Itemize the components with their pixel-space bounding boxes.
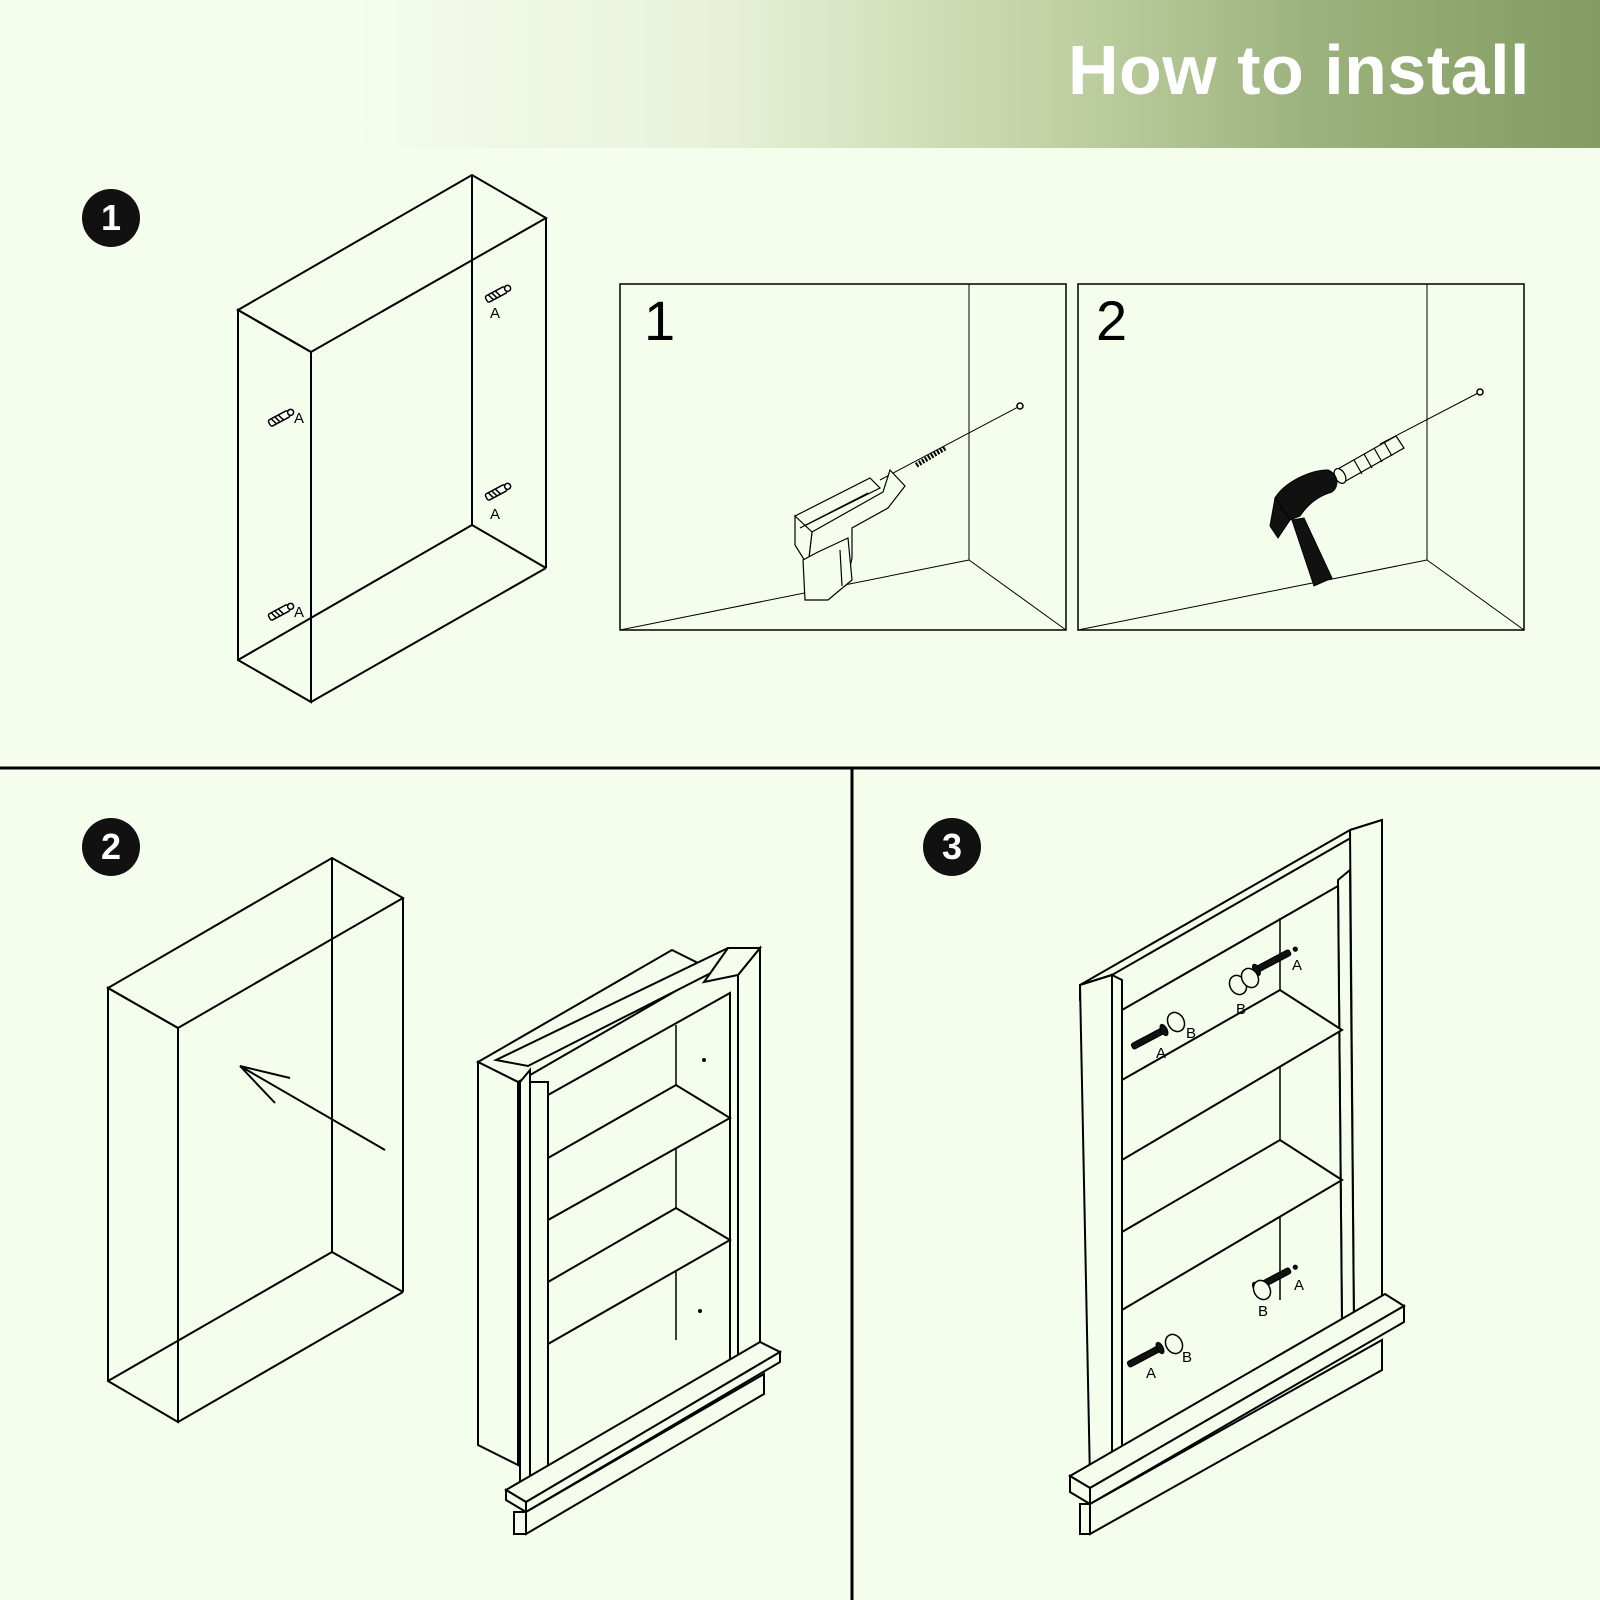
screw-icon (1130, 1023, 1169, 1050)
step-1-badge: 1 (82, 189, 140, 247)
screw-label: A (1292, 957, 1302, 974)
anchor-label: A (490, 305, 500, 322)
screw-label: A (1294, 1277, 1304, 1294)
anchor-label: A (490, 506, 500, 523)
screw-hole (702, 1058, 706, 1062)
step2-cabinet (475, 945, 783, 1536)
panel-number: 1 (644, 289, 675, 352)
step1-wire-box (235, 173, 549, 704)
hammer-panel (1077, 283, 1525, 631)
washer-label: B (1258, 1303, 1268, 1320)
step1-anchors (267, 284, 512, 621)
page-title: How to install (1068, 31, 1530, 109)
washers (1164, 967, 1272, 1355)
drill-icon (794, 468, 906, 601)
insert-arrow-icon (239, 1065, 386, 1151)
washer-label: B (1182, 1349, 1192, 1366)
hammer-icon (1269, 469, 1338, 587)
step-3-badge: 3 (923, 818, 981, 876)
step-2-badge: 2 (82, 818, 140, 876)
drill-panel (619, 283, 1067, 631)
step3-cabinet (1068, 818, 1406, 1536)
screw-label: A (1156, 1045, 1166, 1062)
anchor-label: A (294, 410, 304, 427)
anchor-label: A (294, 604, 304, 621)
step2-wire-box (105, 856, 406, 1424)
washer-label: B (1236, 1001, 1246, 1018)
washer-label: B (1186, 1025, 1196, 1042)
screw-hole (698, 1309, 702, 1313)
wall-anchor-icon (1333, 435, 1405, 484)
header-band (0, 0, 1600, 148)
panel-number: 2 (1096, 289, 1127, 352)
screw-icon (1126, 1341, 1165, 1368)
screw-label: A (1146, 1365, 1156, 1382)
